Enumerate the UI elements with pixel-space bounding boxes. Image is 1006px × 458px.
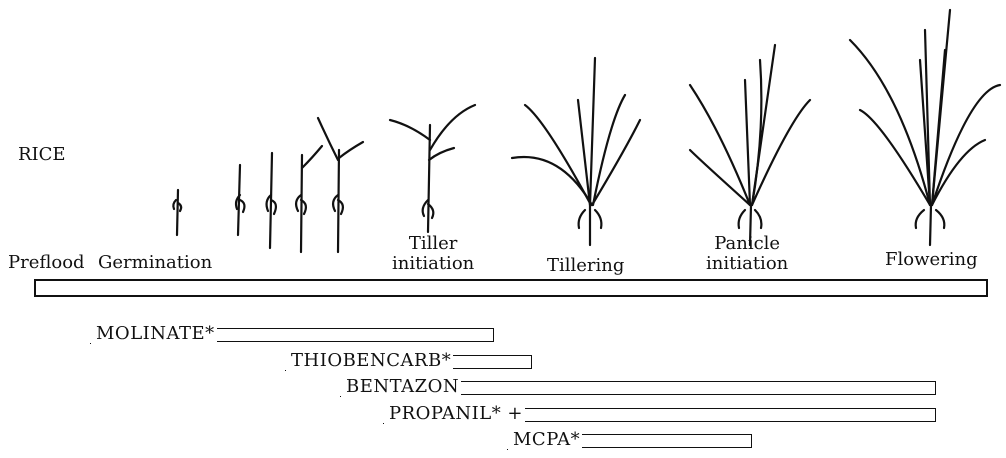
herbicide-window-molinate: MOLINATE* — [90, 328, 494, 344]
rice-plant-tiller-initiation — [390, 105, 475, 232]
herbicide-label: THIOBENCARB* — [285, 352, 453, 370]
rice-plant-panicle-initiation — [690, 45, 810, 245]
stage-label-flowering: Flowering — [885, 250, 978, 270]
herbicide-label: MCPA* — [507, 431, 582, 449]
rice-seedling-2 — [236, 165, 244, 235]
herbicide-window-mcpa: MCPA* — [507, 434, 752, 450]
herbicide-label: BENTAZON — [340, 378, 461, 396]
herbicide-window-propanil: PROPANIL* + — [383, 408, 936, 424]
rice-plant-flowering — [850, 10, 1000, 245]
rice-growth-stage-illustrations — [0, 0, 1006, 260]
stage-label-preflood: Preflood — [8, 253, 85, 273]
rice-plant-tillering — [512, 58, 640, 245]
rice-seedling-3 — [267, 153, 276, 248]
rice-seedling-1 — [173, 190, 181, 235]
herbicide-window-bentazon: BENTAZON — [340, 381, 936, 397]
rice-seedling-5 — [318, 118, 363, 252]
herbicide-window-thiobencarb: THIOBENCARB* — [285, 355, 532, 371]
rice-seedling-4 — [296, 146, 322, 252]
growth-timeline-bar — [34, 279, 988, 297]
herbicide-label: PROPANIL* + — [383, 405, 525, 423]
stage-label-germination: Germination — [98, 253, 212, 273]
herbicide-label: MOLINATE* — [90, 325, 217, 343]
stage-label-tillering: Tillering — [547, 256, 624, 276]
